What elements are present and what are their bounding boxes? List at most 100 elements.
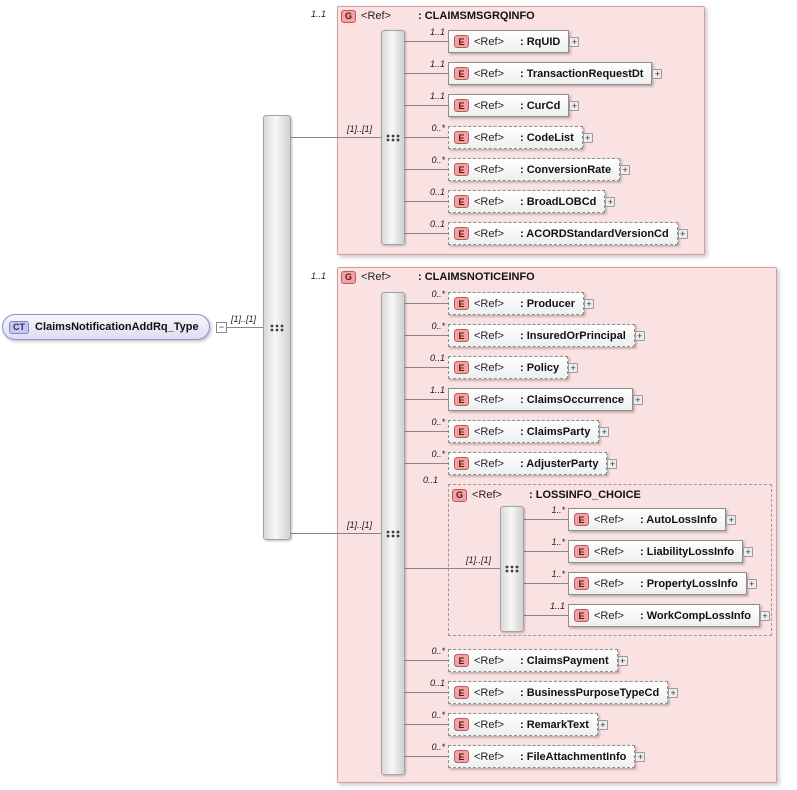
expand-icon[interactable]: + [582, 133, 593, 143]
sequence-compositor-bar-noticeinfo[interactable] [381, 292, 405, 775]
element-badge: E [454, 393, 469, 406]
element-badge: E [454, 686, 469, 699]
element-node-workcomplossinfo[interactable]: 1..1 E <Ref> : WorkCompLossInfo + [550, 601, 771, 627]
element-name: : ClaimsOccurrence [520, 393, 624, 406]
element-node-curcd[interactable]: 1..1 E <Ref> : CurCd + [430, 91, 580, 117]
sequence-compositor-bar-main[interactable] [263, 115, 291, 540]
connector-line [405, 399, 448, 400]
element-node-transactionrequestdt[interactable]: 1..1 E <Ref> : TransactionRequestDt + [430, 59, 663, 85]
element-badge: E [454, 227, 469, 240]
expand-icon[interactable]: + [584, 299, 595, 309]
complex-type-badge: CT [9, 320, 29, 334]
expand-icon[interactable]: + [620, 165, 631, 175]
element-name: : RqUID [520, 35, 561, 48]
element-name: : FileAttachmentInfo [520, 750, 627, 763]
element-node-propertylossinfo[interactable]: 1..* E <Ref> : PropertyLossInfo + [551, 569, 757, 595]
expand-icon[interactable]: + [597, 720, 608, 730]
group-header-claimsmsgrqinfo[interactable]: G <Ref> : CLAIMSMSGRQINFO [341, 9, 535, 23]
element-node-claimsoccurrence[interactable]: 1..1 E <Ref> : ClaimsOccurrence + [430, 385, 643, 411]
group-name: : CLAIMSMSGRQINFO [418, 10, 535, 22]
expand-icon[interactable]: + [743, 547, 754, 557]
ref-label: <Ref> [474, 163, 504, 176]
connector-line [524, 583, 568, 584]
expand-icon[interactable]: + [668, 688, 679, 698]
expand-icon[interactable]: + [652, 69, 663, 79]
element-badge: E [574, 609, 589, 622]
expand-icon[interactable]: + [569, 37, 580, 47]
cardinality-label: [1]..[1] [347, 124, 373, 134]
expand-icon[interactable]: + [634, 331, 645, 341]
element-node-claimsparty[interactable]: 0..* E <Ref> : ClaimsParty + [431, 417, 610, 443]
expand-icon[interactable]: + [726, 515, 737, 525]
element-node-producer[interactable]: 0..* E <Ref> : Producer + [431, 289, 595, 315]
ref-label: <Ref> [474, 393, 504, 406]
element-node-adjusterparty[interactable]: 0..* E <Ref> : AdjusterParty + [431, 449, 618, 475]
cardinality-label: [1]..[1] [347, 520, 373, 530]
element-badge: E [574, 577, 589, 590]
element-node-acordstandardversioncd[interactable]: 0..1 E <Ref> : ACORDStandardVersionCd + [430, 219, 688, 245]
element-node-policy[interactable]: 0..1 E <Ref> : Policy + [430, 353, 579, 379]
expand-icon[interactable]: + [605, 197, 616, 207]
element-badge: E [574, 513, 589, 526]
complex-type-node[interactable]: CT ClaimsNotificationAddRq_Type [2, 314, 210, 340]
element-node-businesspurposetypecd[interactable]: 0..1 E <Ref> : BusinessPurposeTypeCd + [430, 678, 679, 704]
cardinality-label: [1]..[1] [466, 555, 492, 565]
connector-line [405, 41, 448, 42]
element-node-claimspayment[interactable]: 0..* E <Ref> : ClaimsPayment + [431, 646, 628, 672]
collapse-toggle[interactable]: − [216, 322, 227, 333]
ref-label: <Ref> [472, 489, 502, 501]
group-header-lossinfo-choice[interactable]: G <Ref> : LOSSINFO_CHOICE [452, 488, 641, 502]
expand-icon[interactable]: + [617, 656, 628, 666]
expand-icon[interactable]: + [635, 752, 646, 762]
element-node-rquid[interactable]: 1..1 E <Ref> : RqUID + [430, 27, 580, 53]
ref-label: <Ref> [474, 718, 504, 731]
sequence-icon [386, 134, 400, 142]
element-node-codelist[interactable]: 0..* E <Ref> : CodeList + [431, 123, 593, 149]
sequence-compositor-bar-msgrqinfo[interactable] [381, 30, 405, 245]
element-name: : Producer [520, 297, 576, 310]
element-badge: E [574, 545, 589, 558]
element-badge: E [454, 361, 469, 374]
ref-label: <Ref> [594, 545, 624, 558]
element-badge: E [454, 163, 469, 176]
element-name: : InsuredOrPrincipal [520, 329, 626, 342]
element-name: : BroadLOBCd [520, 195, 597, 208]
sequence-icon [270, 324, 284, 332]
element-node-fileattachmentinfo[interactable]: 0..* E <Ref> : FileAttachmentInfo + [431, 742, 646, 768]
element-node-broadlobcd[interactable]: 0..1 E <Ref> : BroadLOBCd + [430, 187, 616, 213]
connector-line [405, 568, 500, 569]
expand-icon[interactable]: + [568, 363, 579, 373]
expand-icon[interactable]: + [746, 579, 757, 589]
element-node-conversionrate[interactable]: 0..* E <Ref> : ConversionRate + [431, 155, 631, 181]
connector-line [291, 137, 381, 138]
connector-line [405, 463, 448, 464]
expand-icon[interactable]: + [677, 229, 688, 239]
connector-line [524, 551, 568, 552]
expand-icon[interactable]: + [607, 459, 618, 469]
cardinality-label: 0..* [431, 710, 445, 720]
ref-label: <Ref> [474, 361, 504, 374]
sequence-compositor-bar-lossinfo-choice[interactable] [500, 506, 524, 632]
expand-icon[interactable]: + [569, 101, 580, 111]
cardinality-label: 1..* [551, 537, 565, 547]
connector-line [405, 201, 448, 202]
element-node-autolossinfo[interactable]: 1..* E <Ref> : AutoLossInfo + [551, 505, 737, 531]
expand-icon[interactable]: + [760, 611, 771, 621]
element-name: : AutoLossInfo [640, 513, 718, 526]
element-node-remarktext[interactable]: 0..* E <Ref> : RemarkText + [431, 710, 608, 736]
group-name: : CLAIMSNOTICEINFO [418, 271, 535, 283]
group-header-claimsnoticeinfo[interactable]: G <Ref> : CLAIMSNOTICEINFO [341, 270, 535, 284]
ref-label: <Ref> [474, 686, 504, 699]
element-node-liabilitylossinfo[interactable]: 1..* E <Ref> : LiabilityLossInfo + [551, 537, 754, 563]
connector-line [405, 367, 448, 368]
element-node-insuredorprincipal[interactable]: 0..* E <Ref> : InsuredOrPrincipal + [431, 321, 645, 347]
ref-label: <Ref> [594, 609, 624, 622]
expand-icon[interactable]: + [599, 427, 610, 437]
element-name: : ClaimsPayment [520, 654, 609, 667]
expand-icon[interactable]: + [632, 395, 643, 405]
connector-line [405, 105, 448, 106]
connector-line [291, 533, 381, 534]
connector-line [227, 327, 263, 328]
element-name: : AdjusterParty [520, 457, 599, 470]
